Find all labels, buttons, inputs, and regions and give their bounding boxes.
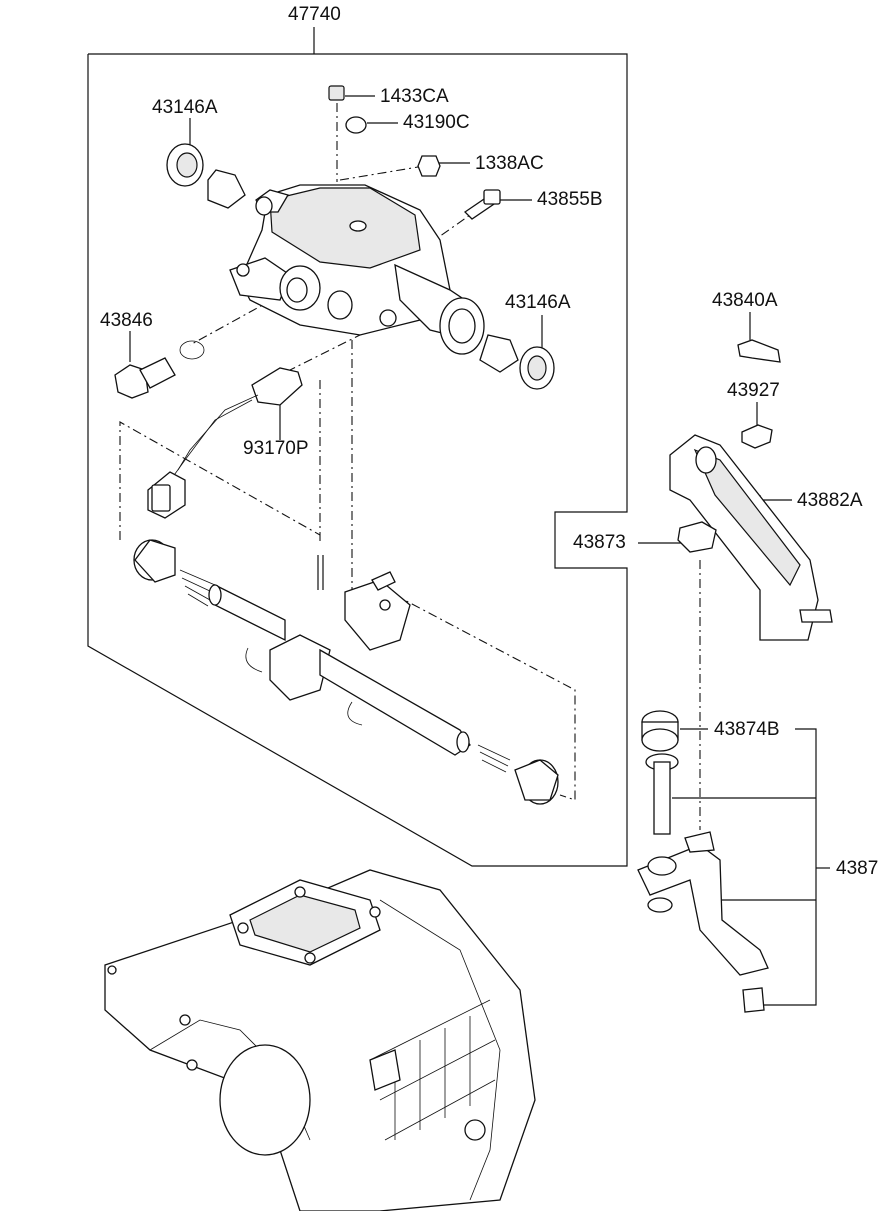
label-43927: 43927: [727, 380, 780, 401]
shift-rod-assembly: [133, 539, 559, 805]
leader-lines: [129, 95, 830, 1006]
label-43190c: 43190C: [403, 112, 470, 133]
right-bolts: [677, 339, 781, 553]
label-47740: 47740: [288, 4, 341, 25]
label-4387: 4387: [836, 858, 879, 879]
lever-assembly-part: [637, 710, 769, 1013]
label-93170p: 93170P: [243, 438, 309, 459]
top-small-parts: [328, 85, 501, 220]
label-43873: 43873: [573, 532, 626, 553]
seal-right: [179, 334, 555, 390]
seal-left: [166, 143, 246, 209]
transmission-case: [104, 869, 536, 1211]
label-43846: 43846: [100, 310, 153, 331]
label-43840a: 43840A: [712, 290, 778, 311]
alignment-lines: [119, 103, 701, 830]
switch-part: [147, 367, 303, 519]
label-43882a: 43882A: [797, 490, 863, 511]
label-43855b: 43855B: [537, 189, 603, 210]
label-1433ca: 1433CA: [380, 86, 449, 107]
label-43146a-right: 43146A: [505, 292, 571, 313]
assembly-outline: [87, 27, 628, 867]
plug-bolt-part: [114, 357, 176, 399]
label-43146a-left: 43146A: [152, 97, 218, 118]
label-1338ac: 1338AC: [475, 153, 544, 174]
shift-housing: [229, 184, 485, 355]
label-43874b: 43874B: [714, 719, 780, 740]
bracket-part: [669, 434, 833, 641]
